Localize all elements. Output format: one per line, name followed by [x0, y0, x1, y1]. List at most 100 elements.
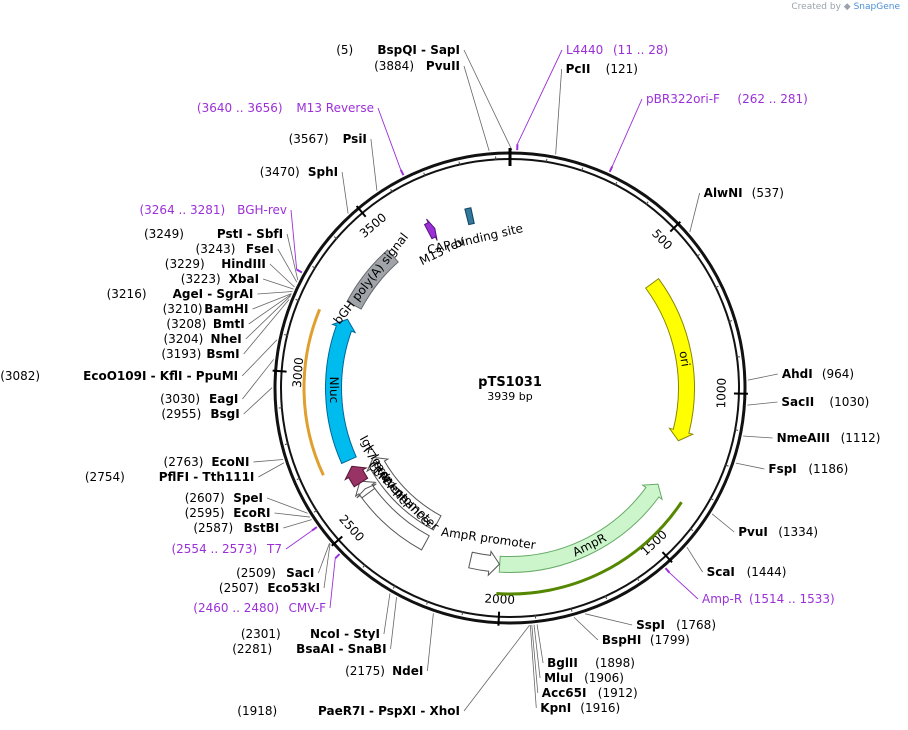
tick-label: 1000 — [714, 378, 729, 409]
site-position: (964) — [822, 367, 854, 381]
site-position: (3470) — [260, 165, 300, 179]
site-ncoi-styi: NcoI - StyI — [310, 627, 380, 641]
minor-tick — [645, 201, 649, 206]
site-position: (2301) — [241, 627, 281, 641]
primer-range: (1514 .. 1533) — [749, 592, 835, 606]
minor-tick — [734, 429, 739, 431]
site-position: (2754) — [85, 470, 125, 484]
site-saci: SacI — [286, 566, 314, 580]
site-leader — [743, 435, 773, 439]
site-leader — [585, 613, 633, 626]
site-bglii: BglII — [547, 656, 578, 670]
site-leader — [463, 65, 490, 152]
minor-tick — [714, 285, 719, 289]
site-position: (1112) — [841, 431, 881, 445]
minor-tick — [362, 564, 366, 568]
site-sacii: SacII — [781, 395, 814, 409]
site-position: (2281) — [232, 642, 272, 656]
tick-label: 2500 — [336, 512, 367, 544]
site-position: (2763) — [164, 455, 204, 469]
minor-tick — [284, 443, 289, 445]
site-agei-sgrai: AgeI - SgrAI — [173, 287, 254, 301]
minor-tick — [461, 610, 464, 616]
site-position: (2509) — [236, 566, 276, 580]
site-pvui: PvuI — [738, 525, 768, 539]
snapgene-name: SnapGene — [853, 2, 900, 12]
site-nmeaiii: NmeAIII — [777, 431, 830, 445]
site-leader — [241, 339, 278, 377]
site-position: (3208) — [166, 317, 206, 331]
feature-label: bGH poly(A) signal — [331, 230, 411, 327]
site-nhei: NheI — [211, 332, 242, 346]
primer-bgh-rev: BGH-rev — [237, 203, 287, 217]
site-position: (3884) — [374, 59, 414, 73]
site-leader — [269, 263, 295, 288]
site-bmti: BmtI — [213, 317, 245, 331]
site-alwni: AlwNI — [704, 186, 743, 200]
site-leader — [266, 497, 308, 514]
minor-tick — [426, 600, 429, 605]
site-bsmi: BsmI — [206, 347, 239, 361]
primer-range: (262 .. 281) — [737, 92, 807, 106]
minor-tick — [458, 161, 461, 166]
minor-tick — [709, 497, 714, 501]
site-leader — [286, 233, 299, 281]
feature-ampr-promoter — [468, 549, 501, 577]
site-position: (1768) — [676, 618, 716, 632]
site-ndei: NdeI — [392, 664, 423, 678]
site-spei: SpeI — [233, 491, 263, 505]
site-ahdi: AhdI — [782, 367, 813, 381]
feature-cap-binding-site — [464, 207, 475, 226]
site-position: (1918) — [237, 704, 277, 718]
minor-tick — [735, 356, 740, 358]
site-position: (1906) — [584, 671, 624, 685]
plasmid-length: 3939 bp — [487, 390, 532, 403]
site-eco53ki: Eco53kI — [267, 581, 320, 595]
feature-bgh-poly-a-signal — [346, 249, 399, 310]
feature-nluc — [325, 318, 357, 465]
branding: Created by ◆ SnapGene — [791, 2, 900, 12]
site-leader — [529, 625, 537, 709]
feature-ori — [644, 277, 695, 442]
site-position: (1186) — [808, 462, 848, 476]
site-leader — [258, 462, 285, 478]
primer-range: (3264 .. 3281) — [139, 203, 225, 217]
primer-leader — [611, 98, 643, 167]
site-leader — [689, 192, 701, 233]
site-position: (2955) — [161, 407, 201, 421]
AmpR-ring — [496, 501, 683, 596]
primer-range: (2554 .. 2573) — [171, 542, 257, 556]
primer-cmv-f: CMV-F — [289, 601, 327, 615]
minor-tick — [724, 464, 729, 467]
site-pcii: PcII — [566, 62, 591, 76]
site-position: (1912) — [598, 686, 638, 700]
site-position: (3223) — [181, 272, 221, 286]
site-leader — [283, 519, 312, 529]
primer-mark — [608, 166, 614, 173]
minor-tick — [696, 253, 700, 258]
site-position: (3229) — [165, 257, 205, 271]
site-leader — [383, 593, 391, 635]
site-sphi: SphI — [308, 165, 338, 179]
site-xbai: XbaI — [229, 272, 259, 286]
snapgene-logo-icon: ◆ — [843, 2, 851, 12]
primer-mark — [311, 526, 318, 532]
site-position: (3082) — [0, 369, 40, 383]
minor-tick — [295, 298, 300, 302]
site-position: (3249) — [144, 227, 184, 241]
site-leader — [257, 291, 293, 295]
site-position: (1444) — [747, 565, 787, 579]
site-bspqi-sapi: BspQI - SapI — [377, 43, 460, 57]
primer-pbr322ori-f: pBR322ori-F — [646, 92, 720, 106]
feature-label: AmpR promoter — [440, 525, 536, 552]
minor-tick — [728, 320, 733, 323]
site-position: (3030) — [160, 392, 200, 406]
minor-tick — [284, 334, 289, 336]
primer-range: (11 .. 28) — [613, 43, 668, 57]
site-position: (1799) — [650, 633, 690, 647]
primer-mark — [664, 567, 671, 574]
minor-tick — [636, 577, 640, 582]
site-leader — [463, 49, 513, 151]
feature-label: AmpR — [570, 531, 608, 560]
tick-label: 3000 — [290, 357, 306, 388]
